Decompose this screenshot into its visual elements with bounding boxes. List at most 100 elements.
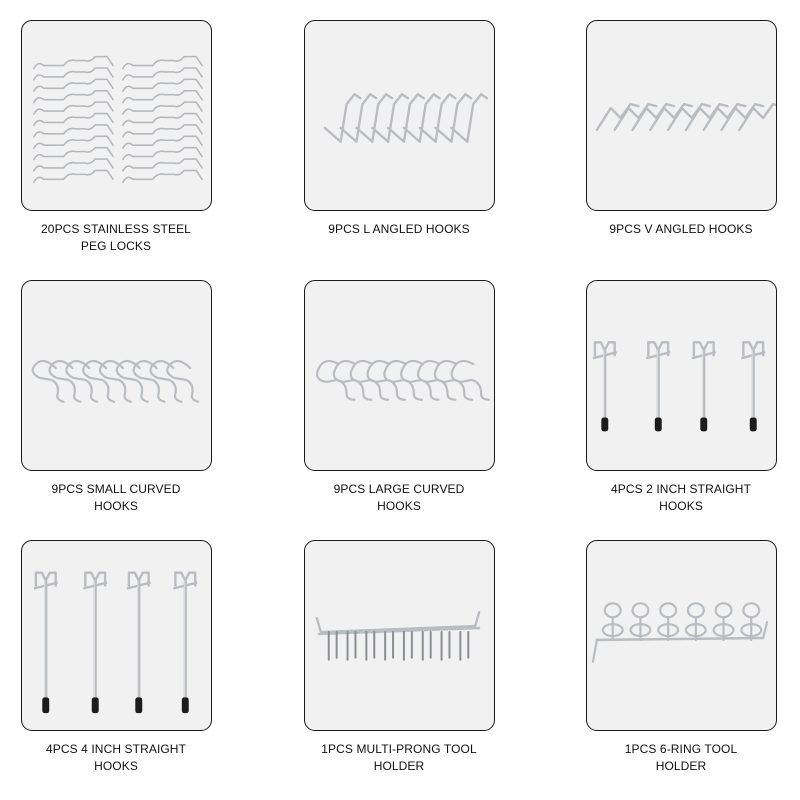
straight-hook bbox=[741, 341, 766, 432]
product-caption: 9PCS V ANGLED HOOKS bbox=[565, 221, 797, 238]
prong bbox=[402, 631, 413, 661]
rubber-tip bbox=[654, 417, 662, 432]
product-image-4-inch-straight-hooks bbox=[21, 540, 212, 731]
peg-lock-wire bbox=[122, 67, 203, 81]
small-curved-hook bbox=[149, 359, 183, 403]
straight-hook bbox=[173, 571, 198, 714]
holder-frame bbox=[315, 611, 481, 634]
v-hook bbox=[595, 102, 640, 132]
peg-lock-wire bbox=[33, 124, 114, 138]
l-hook bbox=[355, 93, 394, 143]
straight-hook bbox=[646, 341, 671, 432]
large-curved-hook bbox=[433, 359, 474, 401]
small-curved-hook bbox=[132, 359, 166, 403]
product-caption: 20PCS STAINLESS STEEL PEG LOCKS bbox=[0, 221, 232, 255]
l-hook bbox=[339, 93, 378, 143]
large-curved-hook bbox=[416, 359, 457, 401]
caption-line-1: 9PCS L ANGLED HOOKS bbox=[328, 222, 470, 236]
product-image-l-angled-hooks bbox=[304, 20, 495, 211]
v-hook bbox=[631, 102, 676, 132]
product-caption: 4PCS 4 INCH STRAIGHT HOOKS bbox=[0, 741, 232, 775]
peg-lock-wire bbox=[122, 78, 203, 93]
ring bbox=[714, 602, 733, 619]
large-curved-hook bbox=[332, 359, 373, 401]
product-caption: 1PCS 6-RING TOOL HOLDER bbox=[565, 741, 797, 775]
product-image-large-curved-hooks bbox=[304, 280, 495, 471]
small-curved-hook bbox=[31, 359, 65, 403]
ring bbox=[742, 602, 761, 619]
l-angled-hooks-illustration bbox=[323, 93, 489, 143]
v-hook bbox=[738, 102, 776, 132]
rubber-tip bbox=[749, 417, 757, 432]
peg-lock-wire bbox=[122, 101, 203, 115]
prong bbox=[421, 631, 432, 661]
large-curved-hooks-illustration bbox=[316, 359, 491, 401]
large-curved-hook bbox=[349, 359, 390, 401]
caption-line-2: HOOKS bbox=[659, 499, 703, 513]
l-hook bbox=[450, 93, 489, 143]
prong bbox=[365, 631, 376, 661]
v-hook bbox=[720, 102, 765, 132]
small-curved-hook bbox=[82, 359, 116, 403]
peg-lock-wire bbox=[122, 55, 203, 70]
rubber-tip bbox=[181, 697, 189, 714]
peg-lock-wire bbox=[122, 135, 203, 149]
peg-lock-wire bbox=[33, 169, 114, 184]
peg-lock-wire bbox=[33, 55, 114, 70]
caption-line-2: HOLDER bbox=[655, 759, 707, 773]
caption-line-1: 20PCS STAINLESS STEEL bbox=[41, 222, 191, 236]
v-angled-hooks-illustration bbox=[595, 102, 776, 132]
large-curved-hook bbox=[400, 359, 440, 401]
caption-line-1: 1PCS 6-RING TOOL bbox=[624, 742, 738, 756]
small-curved-hook bbox=[115, 359, 149, 403]
small-curved-hook bbox=[98, 359, 132, 403]
prong bbox=[459, 631, 470, 661]
peg-lock-wire bbox=[33, 158, 114, 172]
l-hook bbox=[418, 93, 457, 143]
straight-hook bbox=[592, 341, 617, 432]
product-image-v-angled-hooks bbox=[586, 20, 777, 211]
peg-lock-wire bbox=[122, 158, 203, 172]
holder-bar bbox=[595, 636, 765, 642]
product-caption: 9PCS L ANGLED HOOKS bbox=[283, 221, 515, 238]
v-hook bbox=[613, 102, 658, 132]
l-hook bbox=[402, 93, 441, 143]
caption-line-1: 4PCS 4 INCH STRAIGHT bbox=[45, 742, 187, 756]
caption-line-1: 9PCS SMALL CURVED bbox=[51, 482, 181, 496]
caption-line-2: HOLDER bbox=[373, 759, 425, 773]
large-curved-hook bbox=[450, 359, 491, 401]
holder-end bbox=[591, 621, 769, 663]
rubber-tip bbox=[42, 697, 50, 714]
caption-line-1: 4PCS 2 INCH STRAIGHT bbox=[610, 482, 752, 496]
peg-lock-wire bbox=[33, 135, 114, 149]
straight-hook bbox=[126, 571, 151, 714]
product-caption: 4PCS 2 INCH STRAIGHT HOOKS bbox=[565, 481, 797, 515]
prong bbox=[327, 631, 338, 661]
rubber-tip bbox=[700, 417, 708, 432]
rubber-tip bbox=[135, 697, 143, 714]
product-caption: 1PCS MULTI-PRONG TOOL HOLDER bbox=[283, 741, 515, 775]
caption-line-2: HOOKS bbox=[377, 499, 421, 513]
ring bbox=[686, 602, 705, 619]
v-hook bbox=[666, 102, 711, 132]
product-image-multi-prong-tool-holder bbox=[304, 540, 495, 731]
straight-hook bbox=[691, 341, 716, 432]
product-image-peg-locks bbox=[21, 20, 212, 211]
product-image-2-inch-straight-hooks bbox=[586, 280, 777, 471]
l-hook bbox=[323, 93, 362, 143]
peg-lock-wire bbox=[122, 89, 203, 104]
small-curved-hook bbox=[166, 359, 200, 403]
peg-lock-wire bbox=[33, 67, 114, 81]
rubber-tip bbox=[91, 697, 99, 714]
4-inch-straight-hooks-illustration bbox=[33, 571, 198, 714]
peg-locks-illustration bbox=[33, 55, 203, 184]
caption-line-1: 1PCS MULTI-PRONG TOOL bbox=[321, 742, 477, 756]
peg-lock-wire bbox=[33, 78, 114, 93]
holder-bar bbox=[317, 626, 481, 636]
caption-line-2: PEG LOCKS bbox=[80, 239, 152, 253]
6-ring-tool-holder-illustration bbox=[591, 602, 769, 663]
v-hook bbox=[684, 102, 729, 132]
straight-hook bbox=[83, 571, 108, 714]
peg-lock-wire bbox=[33, 101, 114, 115]
large-curved-hook bbox=[316, 359, 356, 401]
